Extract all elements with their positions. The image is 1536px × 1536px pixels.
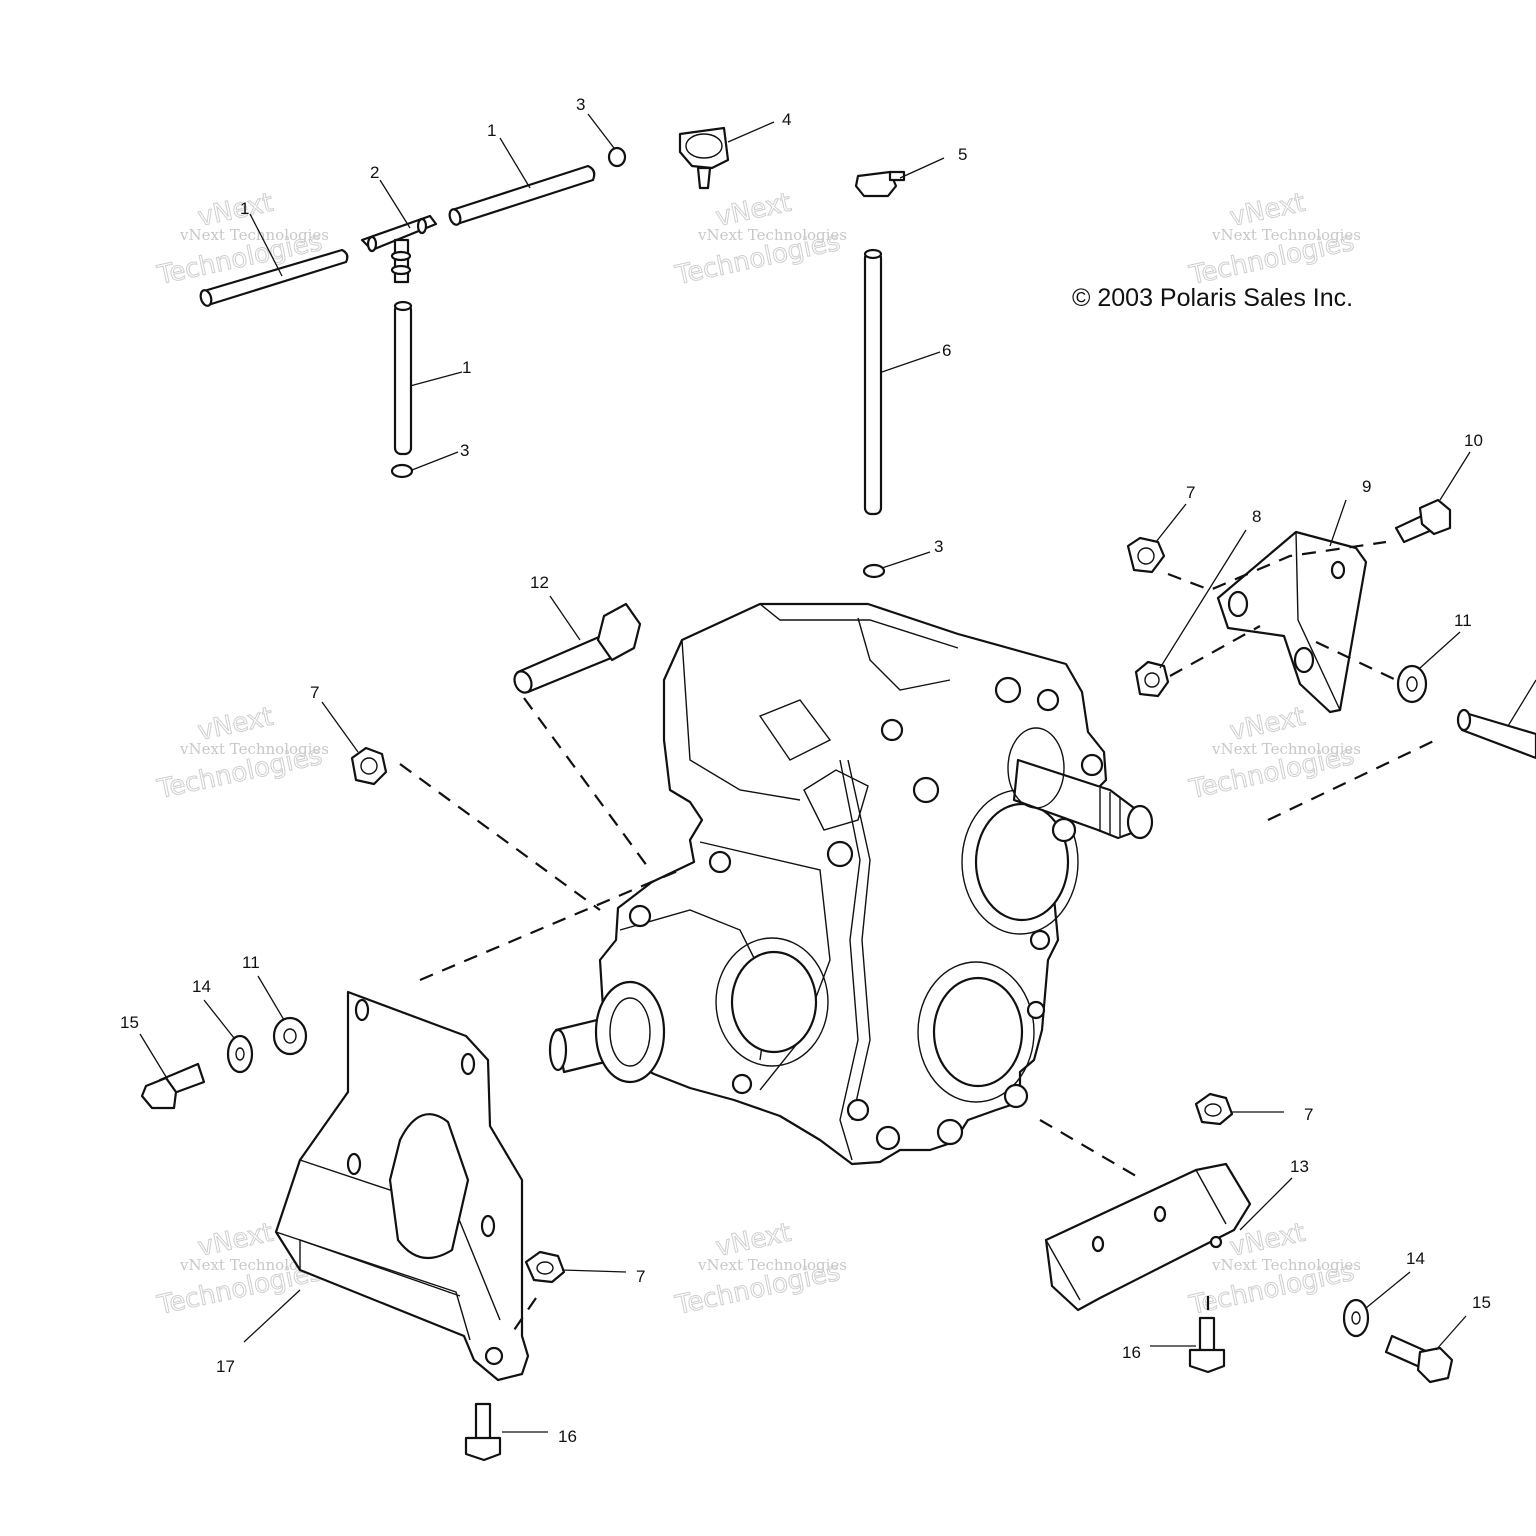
callout-6: 6 bbox=[942, 341, 951, 360]
washer-11-left bbox=[272, 1016, 308, 1056]
flange-nut-7-bottom-left bbox=[524, 1250, 566, 1284]
flange-nut-8 bbox=[1134, 660, 1170, 698]
callout-5: 5 bbox=[958, 145, 967, 164]
watermark-mr: vNext Technologies vNext Technologies bbox=[1186, 701, 1361, 805]
watermark-text: vNext Technologies bbox=[697, 1256, 847, 1274]
leader-lines bbox=[139, 113, 1536, 1433]
vent-hose-long bbox=[863, 248, 883, 516]
flange-nut-7-right bbox=[1194, 1092, 1234, 1126]
bolt-10 bbox=[1394, 498, 1452, 544]
callout-2: 2 bbox=[370, 163, 379, 182]
vent-hose-left bbox=[199, 248, 349, 307]
callout-3: 3 bbox=[934, 537, 943, 556]
mount-bracket-13 bbox=[1044, 1162, 1252, 1312]
cable-tie-clamp bbox=[854, 170, 906, 198]
bolt-15-right bbox=[1384, 1334, 1454, 1384]
transmission-assembly bbox=[548, 602, 1154, 1166]
watermark-text: vNext Technologies bbox=[697, 226, 847, 244]
watermark-bm: vNext Technologies vNext Technologies bbox=[672, 1217, 847, 1321]
bolt-16-right bbox=[1188, 1316, 1226, 1374]
watermark-text: vNext Technologies bbox=[1211, 740, 1361, 758]
callout-1: 1 bbox=[462, 358, 471, 377]
washer-14-right bbox=[1342, 1298, 1370, 1338]
copyright-notice: © 2003 Polaris Sales Inc. bbox=[1072, 284, 1353, 312]
hose-clamp-small bbox=[390, 146, 886, 579]
callout-1: 1 bbox=[487, 121, 496, 140]
callout-11: 11 bbox=[242, 953, 260, 972]
vent-hose-vertical bbox=[393, 300, 413, 456]
callout-7: 7 bbox=[1304, 1105, 1313, 1124]
mount-bracket-left bbox=[274, 990, 530, 1382]
callout-7: 7 bbox=[1186, 483, 1195, 502]
washer-14-left bbox=[226, 1034, 254, 1074]
callout-15: 15 bbox=[120, 1013, 139, 1032]
vent-hose-top bbox=[448, 164, 596, 226]
callout-15: 15 bbox=[1472, 1293, 1491, 1312]
bolt-15-left bbox=[140, 1062, 206, 1110]
callout-8: 8 bbox=[1252, 507, 1261, 526]
callout-16: 16 bbox=[1122, 1343, 1141, 1362]
callout-14: 14 bbox=[192, 977, 211, 996]
bolt-long bbox=[513, 602, 642, 694]
watermark-text: vNext Technologies bbox=[179, 740, 329, 758]
callout-17: 17 bbox=[216, 1357, 235, 1376]
callout-16: 16 bbox=[558, 1427, 577, 1446]
callout-3: 3 bbox=[576, 95, 585, 114]
callout-9: 9 bbox=[1362, 477, 1371, 496]
watermark-tr: vNext Technologies vNext Technologies bbox=[1186, 187, 1361, 291]
watermark-ml: vNext Technologies vNext Technologies bbox=[154, 701, 329, 805]
watermark-text: vNext Technologies bbox=[1211, 1256, 1361, 1274]
callout-1: 1 bbox=[240, 199, 249, 218]
callout-14: 14 bbox=[1406, 1249, 1425, 1268]
shaft-right-edge bbox=[1456, 708, 1536, 760]
watermark-text: vNext Technologies bbox=[179, 1256, 329, 1274]
callout-7: 7 bbox=[636, 1267, 645, 1286]
flange-nut-7-left bbox=[350, 746, 388, 786]
bolt-16-left bbox=[464, 1402, 502, 1462]
mount-bracket-right bbox=[1216, 530, 1368, 714]
callouts: 1 1 1 2 3 3 3 4 5 6 7 7 7 7 8 9 10 11 11… bbox=[120, 95, 1491, 1446]
callout-3: 3 bbox=[460, 441, 469, 460]
callout-11: 11 bbox=[1454, 611, 1472, 630]
assembly-lines bbox=[399, 540, 1441, 1337]
flange-nut-7-top bbox=[1126, 536, 1166, 574]
callout-12: 12 bbox=[530, 573, 549, 592]
watermark-text: vNext Technologies bbox=[179, 226, 329, 244]
harness-clip bbox=[678, 126, 730, 190]
callout-7: 7 bbox=[310, 683, 319, 702]
washer-11-right bbox=[1396, 664, 1428, 704]
callout-13: 13 bbox=[1290, 1157, 1309, 1176]
callout-10: 10 bbox=[1464, 431, 1483, 450]
tee-fitting bbox=[360, 214, 438, 284]
watermark-text: vNext Technologies bbox=[1211, 226, 1361, 244]
watermark-tm: vNext Technologies vNext Technologies bbox=[672, 187, 847, 291]
callout-4: 4 bbox=[782, 110, 791, 129]
